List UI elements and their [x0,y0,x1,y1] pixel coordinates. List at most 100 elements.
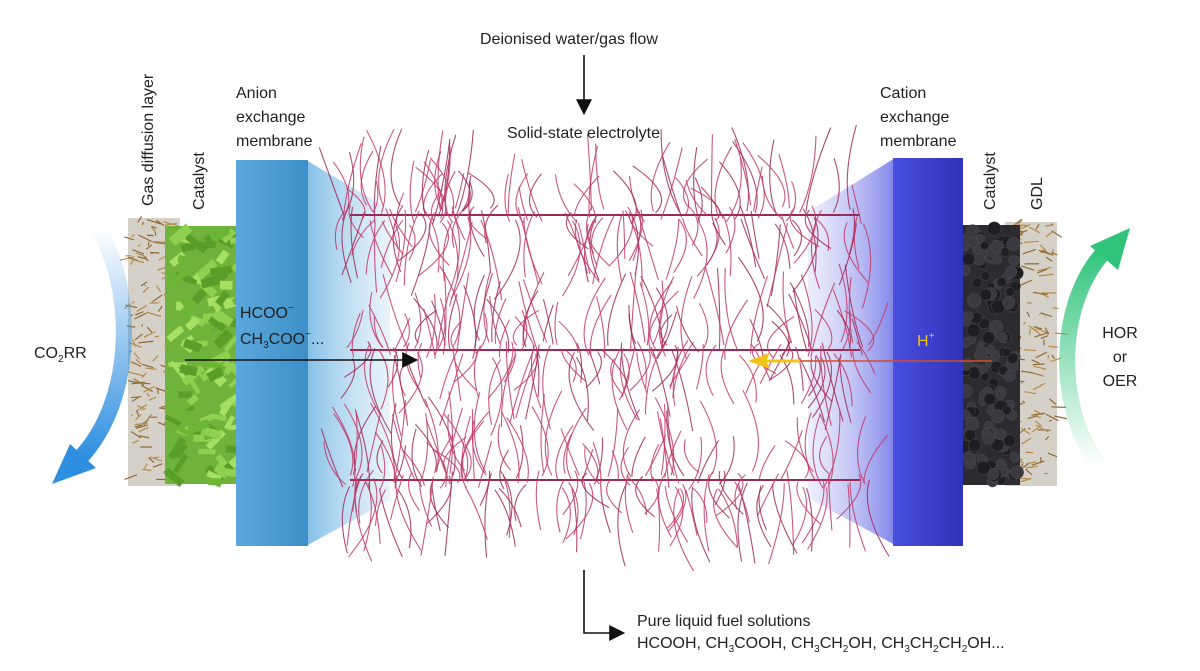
polymer-strand [358,470,375,524]
acetate-label: CH3COO−... [240,329,324,352]
catalyst-particle [1002,347,1012,357]
polymer-strand [429,481,450,529]
catalyst-flake [178,391,192,398]
polymer-strand [346,309,364,348]
polymer-strand [403,210,420,286]
catalyst-flake [218,467,242,478]
polymer-strand [656,488,661,552]
polymer-strand [366,129,386,214]
polymer-strand [700,186,724,219]
catalyst-flake [200,426,223,440]
polymer-strand [390,474,404,520]
gdl-fibre [1028,328,1032,335]
proton-charge: + [928,331,935,342]
polymer-strand [411,428,423,488]
polymer-strand [792,287,808,352]
polymer-strand [331,406,356,487]
catalyst-particle [982,432,995,445]
gdl-fibre [1028,226,1041,234]
catalyst-flake [220,228,236,244]
polymer-strand [654,397,675,476]
polymer-strand [531,406,549,477]
polymer-strand [596,296,606,359]
polymer-strand [739,355,757,403]
polymer-strand [363,343,381,416]
gdl-fibre [131,233,135,238]
polymer-strand [487,341,514,399]
gdl-fibre [132,249,145,255]
polymer-strand [649,281,673,351]
catalyst-particle [968,438,982,452]
gas-diffusion-layer-label: Gas diffusion layer [140,73,157,206]
polymer-strand [626,475,648,516]
polymer-strand [814,217,830,252]
gdl-fibre [135,424,149,429]
polymer-strand [442,221,453,282]
polymer-strand [814,309,833,351]
polymer-strand [473,274,485,341]
polymer-strand [664,485,689,543]
acetate-sub: 3 [263,340,269,351]
gdl-fibre [1031,460,1045,466]
gdl-fibre [1031,425,1042,433]
polymer-strand [542,345,552,430]
polymer-strand [628,175,646,223]
gdl-fibre [1025,465,1038,469]
polymer-strand [779,354,795,405]
gdl-fibre [1051,354,1056,360]
catalyst-particle [965,416,980,431]
polymer-strand [794,346,804,392]
catalyst-flake [210,227,231,243]
polymer-strand [423,308,436,359]
gdl-fibre [1026,311,1031,318]
polymer-strand [774,223,791,269]
polymer-strand [673,218,687,274]
polymer-strand [484,472,492,558]
catalyst-particle [975,345,989,359]
polymer-strand [734,138,752,206]
gdl-fibre [1025,451,1034,454]
gdl-fibre [1025,468,1033,476]
gdl-fibre [149,251,153,255]
catalyst-particle [975,233,986,244]
formula-part: 2 [842,644,849,655]
gdl-fibre [140,384,153,393]
catalyst-flake [217,422,230,433]
catalyst-particle [972,277,983,288]
polymer-strand [819,436,830,475]
catalyst-flake [223,334,240,352]
polymer-strand [464,486,488,540]
polymer-strand [836,310,852,349]
catalyst-flake [215,290,230,307]
polymer-strand [628,212,654,247]
polymer-strand [724,267,739,351]
polymer-strand [796,417,814,473]
polymer-strand [446,220,459,281]
left-catalyst-label: Catalyst [191,152,208,210]
polymer-strand [522,279,548,343]
gdl-fibre [1023,321,1027,325]
gdl-fibre [133,352,141,360]
polymer-strand [631,436,646,477]
polymer-strand [566,350,577,383]
formula-part: 3 [904,644,910,655]
polymer-strand [484,204,499,244]
polymer-strand [447,210,460,296]
catalyst-flake [219,280,233,290]
catalyst-particle [965,311,974,321]
gdl-fibre [135,409,140,417]
gdl-fibre [1028,325,1039,333]
gdl-fibre [134,422,148,426]
gdl-fibre [1036,268,1048,274]
gdl-fibre [1031,412,1046,416]
polymer-strand [439,265,461,347]
catalyst-flake [192,324,215,339]
gdl-fibre [1022,400,1026,404]
polymer-strand [457,170,471,211]
polymer-strand [428,211,450,266]
formula-part: CH [938,635,962,652]
catalyst-flake [184,233,208,254]
gdl-fibre [143,331,156,338]
catalyst-particle [978,365,988,374]
